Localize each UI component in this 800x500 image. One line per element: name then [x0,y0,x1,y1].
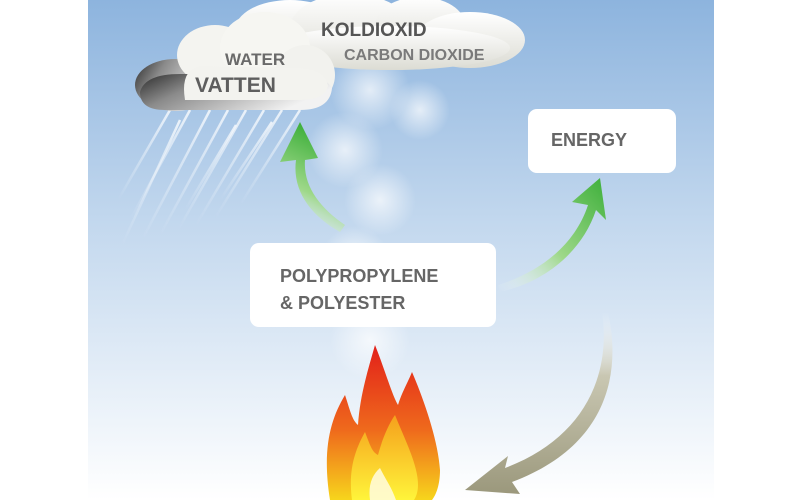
material-line2: & POLYESTER [280,293,405,313]
green-arrow-icon-energy [498,178,606,292]
flame-icon [326,345,440,500]
rain-streaks [116,109,302,246]
khaki-arrow-icon [465,312,613,494]
energy-label: ENERGY [551,130,627,150]
green-arrow-icon [280,122,345,232]
rain-cloud-icon [135,12,335,111]
water-sv-label: VATTEN [195,74,276,97]
co2-sv-label: KOLDIOXID [321,20,427,41]
co2-en-label: CARBON DIOXIDE [344,47,485,64]
energy-box [528,109,676,173]
material-line1: POLYPROPYLENE [280,266,438,286]
material-box [250,243,496,327]
water-en-label: WATER [225,50,285,69]
